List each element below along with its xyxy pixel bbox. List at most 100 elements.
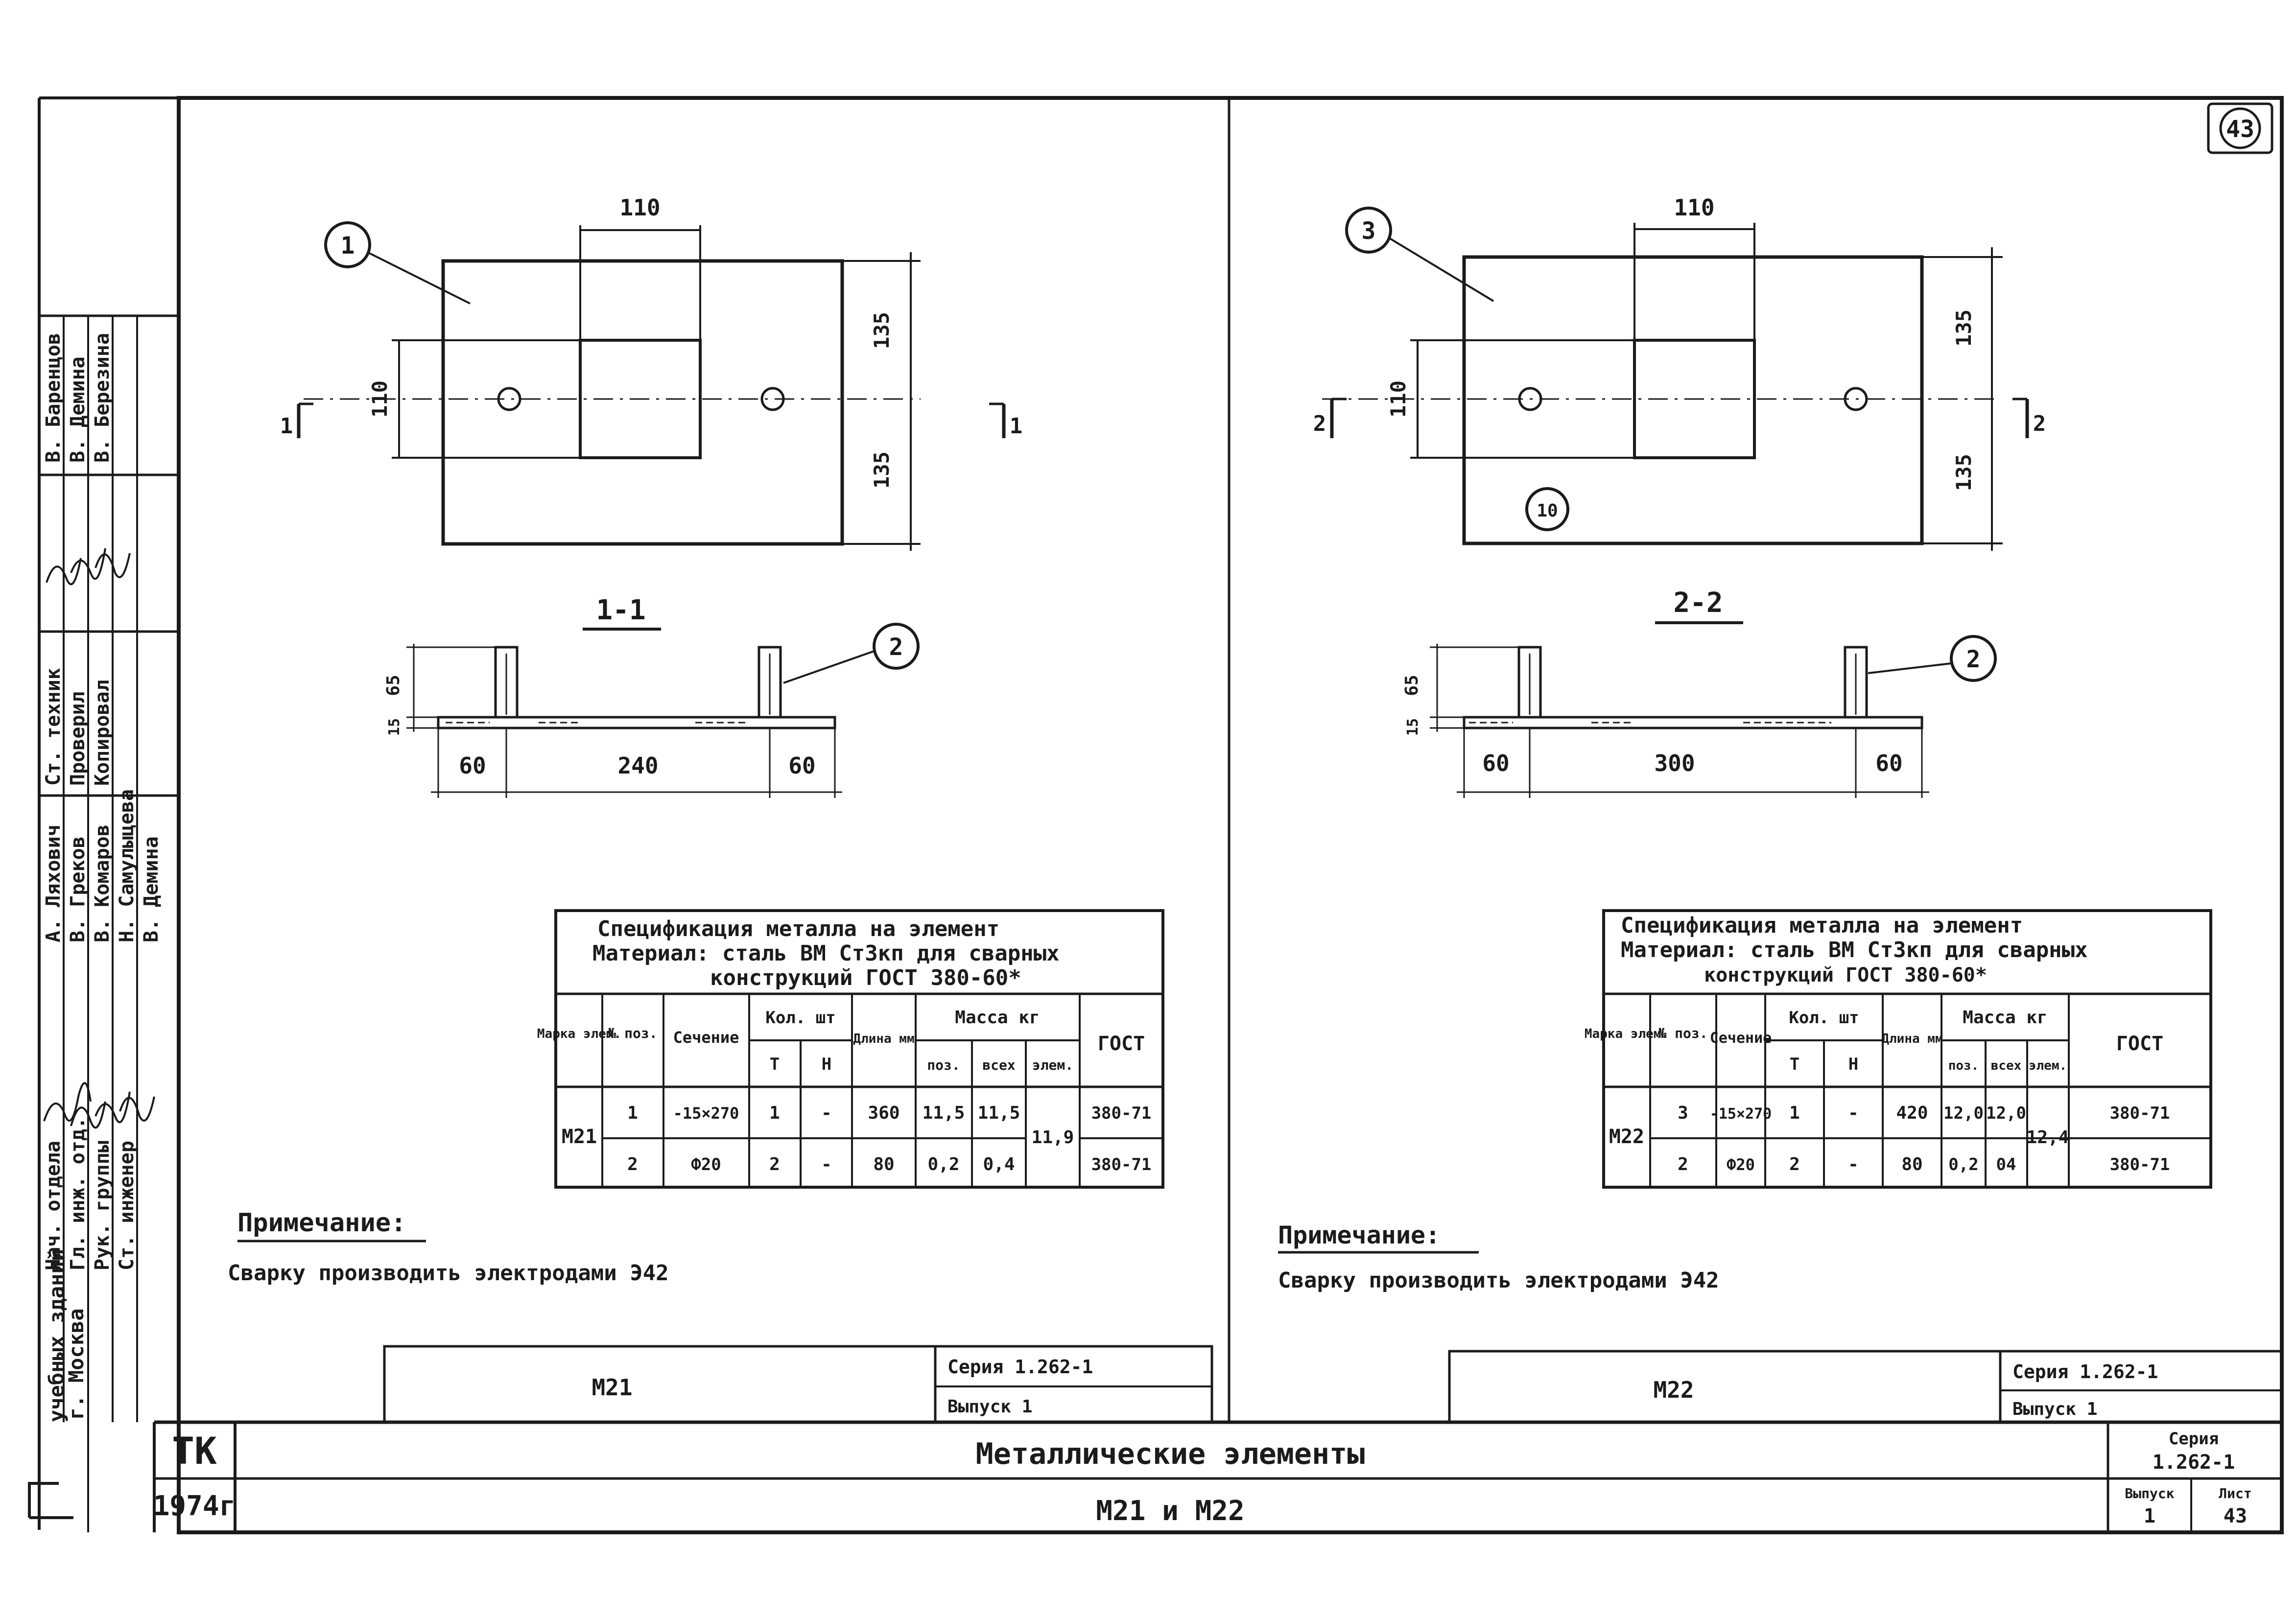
right-r1-section: -15×270: [1710, 1105, 1772, 1123]
left-sub-stamp-issue: Выпуск 1: [947, 1397, 1032, 1417]
stamp-subtitle: М21 и М22: [1096, 1495, 1244, 1527]
right-dim-top: 110: [1674, 194, 1714, 221]
right-dim-vert-1: 65: [1402, 675, 1422, 696]
side-role2-3: Копировал: [91, 680, 114, 786]
left-dim-bottom-mid: 240: [617, 752, 658, 779]
right-spec-table: Спецификация металла на элемент Материал…: [1585, 909, 2212, 1189]
stamp-series-value: 1.262-1: [2153, 1451, 2235, 1474]
left-section-view: 1-1 65 15 60 240 60 2: [383, 594, 920, 798]
left-h-gost: ГОСТ: [1098, 1032, 1145, 1055]
left-notes: Примечание: Сварку производить электрода…: [228, 1208, 669, 1286]
right-mark: М22: [1609, 1126, 1644, 1148]
right-h-mass: Масса кг: [1963, 1008, 2047, 1028]
right-callout-anchor: 2: [1966, 646, 1981, 673]
left-dim-vert-2: 15: [386, 718, 403, 736]
right-r1-pos: 3: [1678, 1103, 1688, 1123]
side-role-3: Рук. группы: [91, 1141, 114, 1270]
left-plan-view: 110 110 135 135 1 1 1: [280, 194, 1022, 551]
signature-7: [95, 553, 131, 578]
left-spec-table: Спецификация металла на элемент Материал…: [537, 909, 1164, 1189]
left-notes-title: Примечание:: [237, 1208, 406, 1238]
left-h-mass-pos: поз.: [927, 1057, 960, 1073]
side-name-3: В. Комаров: [91, 824, 114, 942]
stamp-org: ТК: [172, 1429, 217, 1473]
left-h-section: Сечение: [673, 1028, 739, 1047]
side-role-1: Нач. отдела: [42, 1141, 65, 1270]
right-h-qty-n: Н: [1848, 1055, 1858, 1074]
left-section-mark-a: 1: [280, 414, 293, 439]
right-r2-pos: 2: [1678, 1154, 1688, 1174]
stamp-sheet-label: Лист: [2219, 1485, 2251, 1502]
right-sub-stamp: М22 Серия 1.262-1 Выпуск 1: [1448, 1350, 2283, 1424]
right-r1-len: 420: [1896, 1103, 1928, 1123]
left-callout-plate: 1: [341, 232, 355, 259]
signature-3: [95, 1091, 131, 1124]
sheet-frame: [38, 96, 2284, 1534]
left-r2-n: -: [821, 1154, 832, 1174]
right-h-marka: Марка элем.: [1585, 1027, 1669, 1041]
side-name2-2: В. Демина: [67, 356, 89, 463]
right-h-length: Длина мм: [1881, 1032, 1942, 1046]
left-dim-vert-1: 65: [383, 675, 403, 696]
left-r1-gost: 380-71: [1091, 1103, 1152, 1123]
left-h-mass-all: всех: [982, 1057, 1016, 1073]
right-r2-mall: 04: [1996, 1155, 2016, 1174]
right-callout-plate: 3: [1362, 217, 1376, 245]
signature-6: [70, 548, 106, 580]
left-sub-stamp-series: Серия 1.262-1: [947, 1356, 1093, 1378]
left-r2-gost: 380-71: [1091, 1155, 1152, 1174]
right-r1-n: -: [1848, 1103, 1859, 1123]
right-elem-mass: 12,4: [2027, 1127, 2069, 1148]
side-name-1: А. Ляхович: [42, 824, 65, 942]
left-h-mass: Масса кг: [955, 1008, 1040, 1028]
side-role-2: Гл. инж. отд.: [67, 1117, 89, 1270]
signature-5: [46, 558, 82, 586]
left-r2-t: 2: [769, 1154, 780, 1174]
right-r2-section: Ф20: [1727, 1155, 1755, 1174]
right-dim-bottom-mid: 300: [1654, 750, 1695, 776]
left-dim-right-top: 135: [870, 312, 894, 349]
left-r1-section: -15×270: [673, 1104, 739, 1123]
right-dim-right-top: 135: [1952, 309, 1976, 347]
right-r1-t: 1: [1789, 1103, 1800, 1123]
right-h-qty: Кол. шт: [1789, 1008, 1859, 1028]
left-notes-text: Сварку производить электродами Э42: [228, 1261, 669, 1286]
signature-2: [70, 1101, 106, 1129]
left-r1-t: 1: [769, 1103, 780, 1123]
left-r2-section: Ф20: [691, 1155, 721, 1174]
side-stamp: учебных зданий г. Москва Нач. отдела Гл.…: [28, 314, 179, 1532]
right-h-section: Сечение: [1710, 1030, 1772, 1047]
side-name2-3: В. Березина: [91, 333, 114, 463]
right-notes-text: Сварку производить электродами Э42: [1278, 1268, 1719, 1293]
left-h-qty-t: Т: [770, 1055, 780, 1074]
left-h-length: Длина мм: [853, 1032, 914, 1046]
right-callout-thickness: 10: [1537, 501, 1558, 521]
right-notes-title: Примечание:: [1278, 1221, 1440, 1249]
left-r1-pos: 1: [627, 1103, 638, 1123]
right-sub-stamp-series: Серия 1.262-1: [2012, 1361, 2158, 1383]
left-spec-title-3: конструкций ГОСТ 380-60*: [710, 965, 1021, 990]
left-spec-title-2: Материал: сталь ВМ Ст3кп для сварных: [592, 941, 1060, 966]
left-mark: М21: [562, 1126, 597, 1148]
right-r2-t: 2: [1789, 1154, 1800, 1174]
right-r2-mpos: 0,2: [1948, 1155, 1978, 1174]
sheet-number: 43: [2226, 116, 2254, 143]
stamp-sheet-value: 43: [2224, 1505, 2247, 1527]
stamp-issue-label: Выпуск: [2125, 1485, 2174, 1502]
right-h-mass-elem: элем.: [2029, 1058, 2067, 1073]
right-dim-bottom-left: 60: [1482, 750, 1509, 776]
left-elem-mass: 11,9: [1032, 1127, 1074, 1148]
side-org-line1: учебных зданий: [45, 1249, 69, 1422]
right-r1-mall: 12,0: [1986, 1103, 2026, 1123]
left-section-title: 1-1: [596, 594, 645, 626]
left-h-mass-elem: элем.: [1032, 1057, 1073, 1073]
right-section-view: 2-2 65 15 60 300 60 2: [1402, 587, 1997, 798]
right-spec-title-2: Материал: сталь ВМ Ст3кп для сварных: [1621, 938, 2088, 962]
left-sub-stamp: М21 Серия 1.262-1 Выпуск 1: [383, 1345, 1213, 1424]
right-r1-mpos: 12,0: [1943, 1103, 1984, 1123]
right-notes: Примечание: Сварку производить электрода…: [1278, 1221, 1719, 1293]
left-r2-pos: 2: [627, 1154, 638, 1174]
right-r2-len: 80: [1901, 1154, 1922, 1174]
right-r2-n: -: [1848, 1154, 1859, 1174]
side-org-line2: г. Москва: [64, 1308, 88, 1420]
